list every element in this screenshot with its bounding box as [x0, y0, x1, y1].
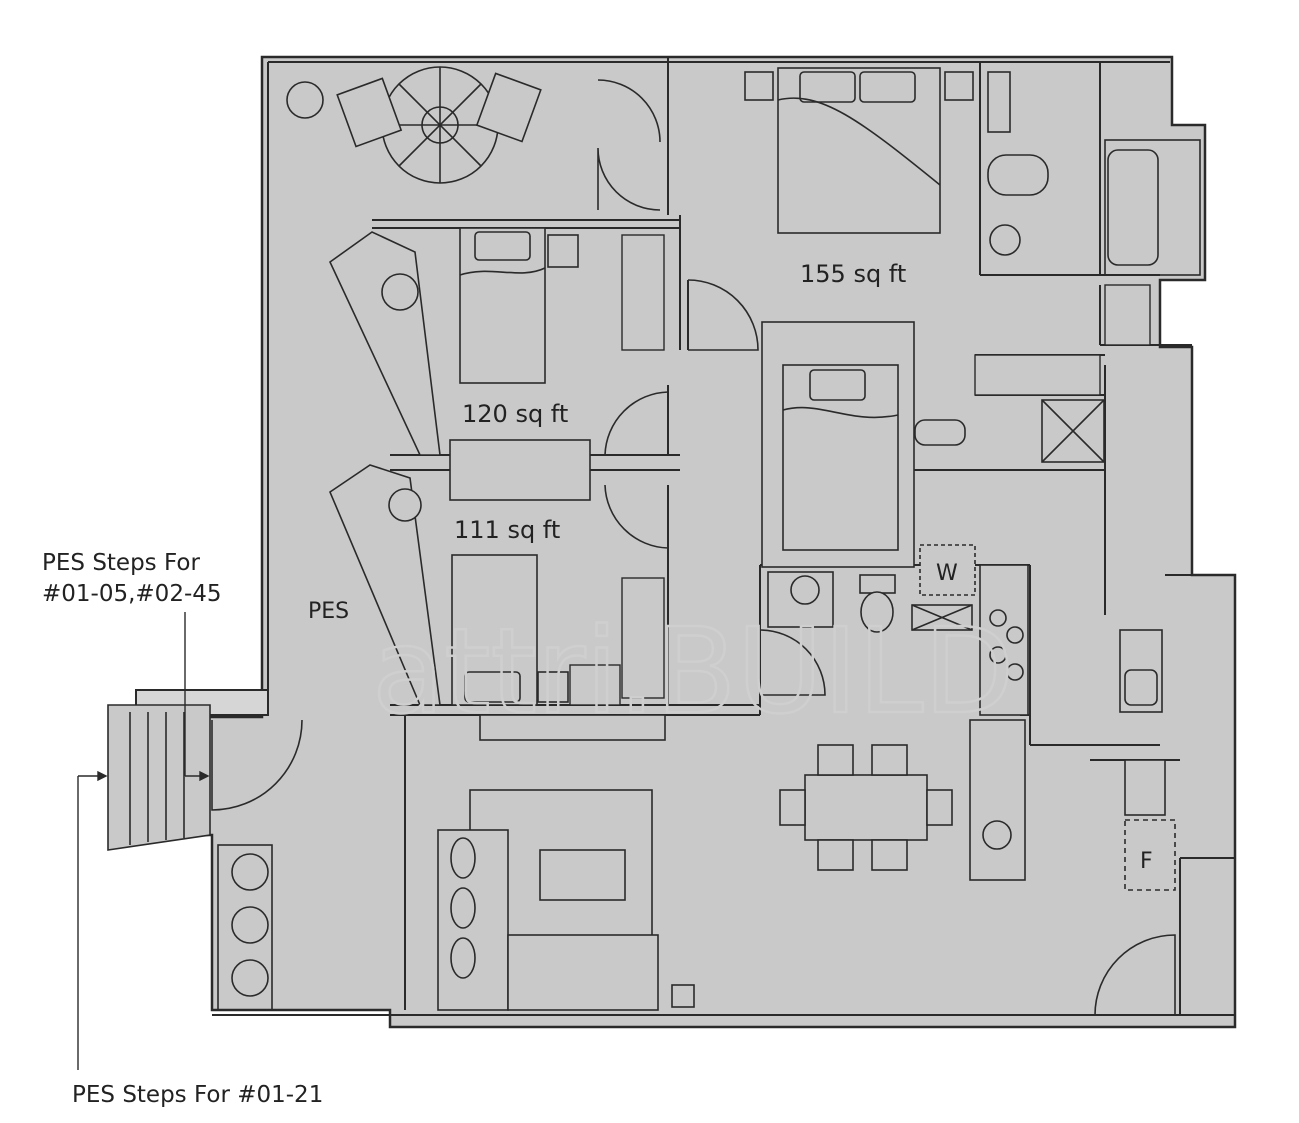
master-bath-fixtures	[987, 71, 1201, 276]
common-bath	[767, 544, 976, 633]
kitchen	[969, 564, 1176, 891]
room-label-bedroom-2: 120 sq ft	[462, 400, 568, 428]
annotation-steps-b: PES Steps For #01-21	[72, 1082, 323, 1108]
dining-set	[779, 744, 953, 871]
master-bed	[744, 67, 974, 234]
living-set	[437, 789, 695, 1011]
annotation-steps-a-line2: #01-05,#02-45	[42, 581, 222, 607]
fixture-label-fridge: F	[1140, 849, 1153, 874]
bedroom-3-furniture	[329, 439, 666, 741]
annotation-leaders	[77, 612, 210, 1070]
doors	[211, 79, 1176, 1016]
room-label-master-bedroom: 155 sq ft	[800, 260, 906, 288]
watermark: attri.BUILD	[372, 602, 1014, 740]
room-label-bedroom-3: 111 sq ft	[454, 516, 560, 544]
pes-furniture	[217, 66, 542, 1011]
study-furniture	[761, 321, 1105, 568]
bedroom-2-furniture	[328, 227, 579, 456]
wardrobes	[569, 234, 1151, 706]
fixture-label-washer: W	[936, 561, 958, 586]
annotation-steps-a-line1: PES Steps For	[42, 550, 200, 576]
pes-steps	[107, 704, 211, 851]
room-label-pes: PES	[308, 599, 349, 624]
